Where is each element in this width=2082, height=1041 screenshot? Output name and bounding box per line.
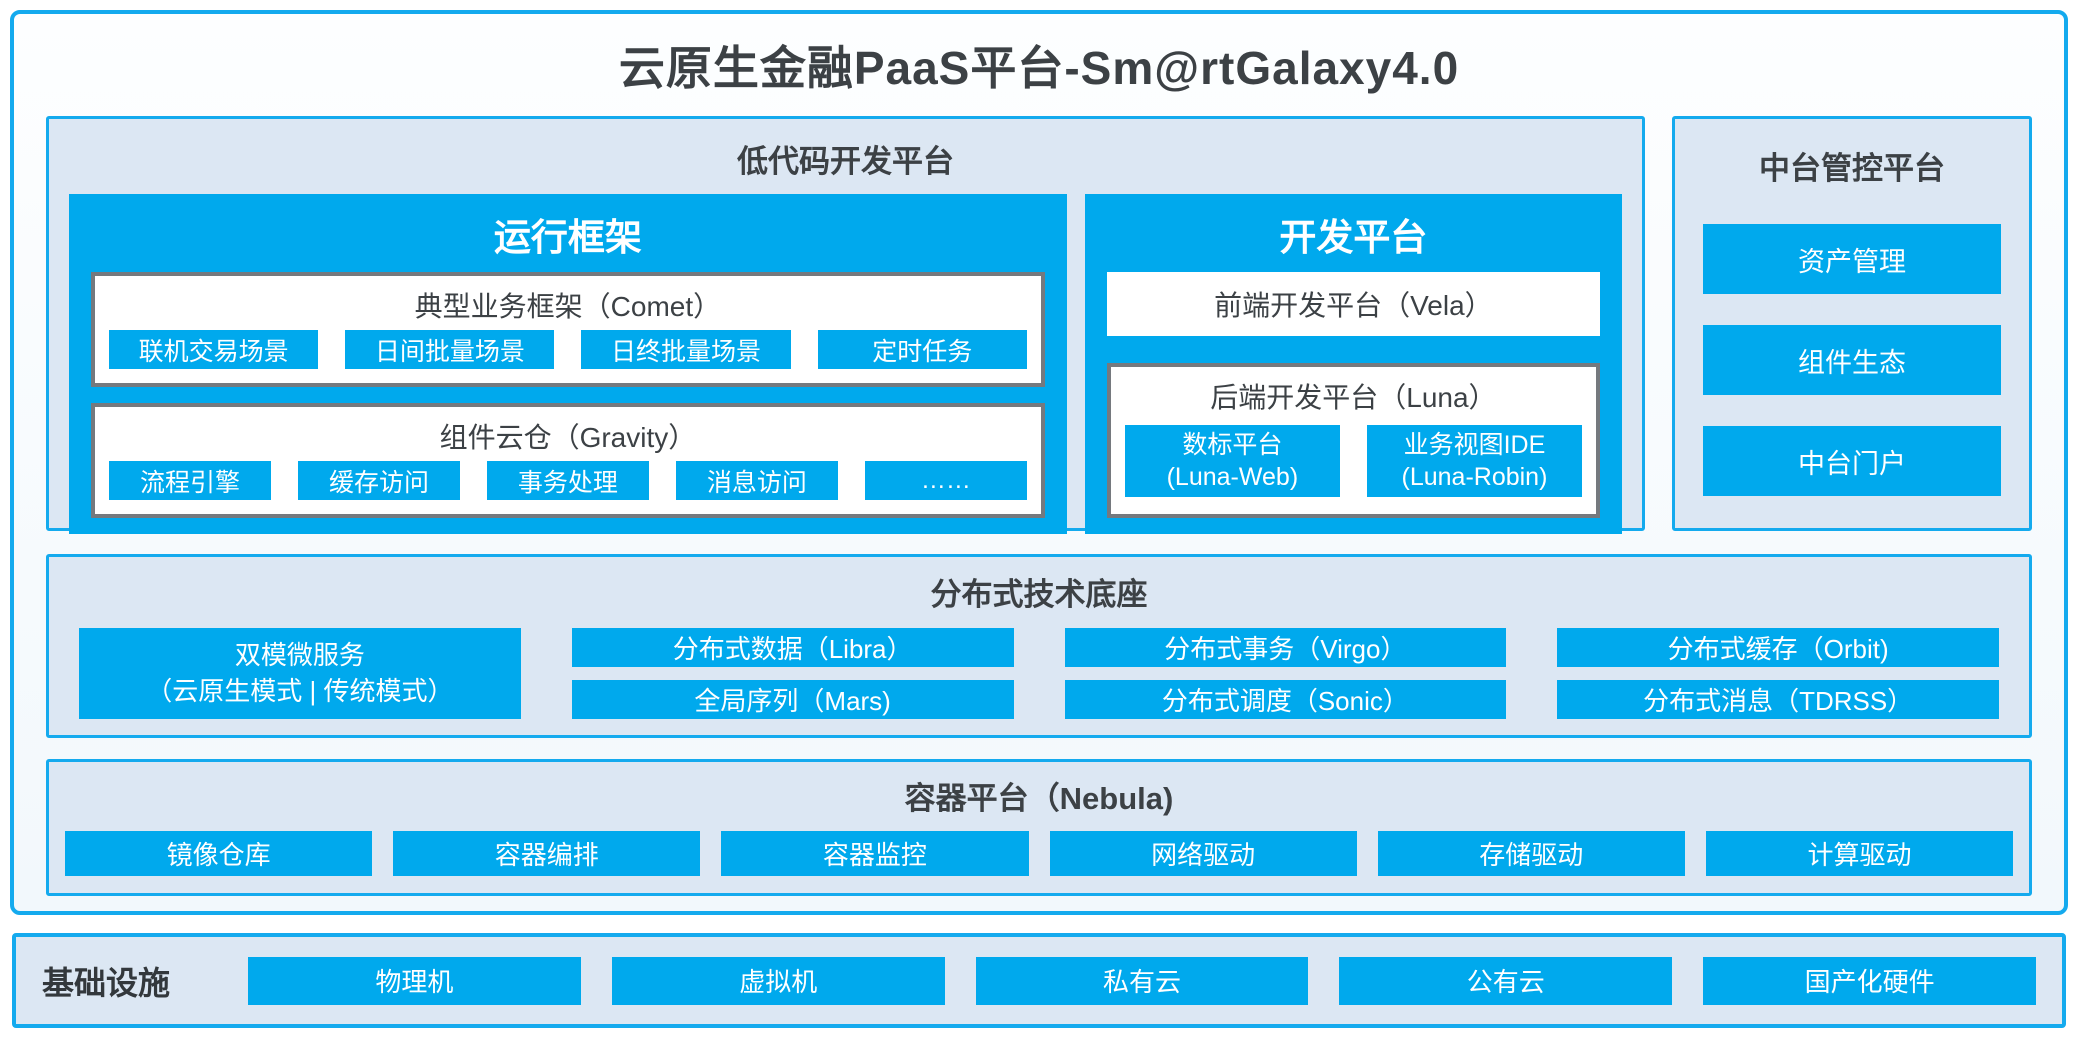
- luna-web-chip-code: (Luna-Web): [1166, 463, 1299, 491]
- sonic-chip: 分布式调度（Sonic）: [1064, 680, 1507, 719]
- container-chip: 网络驱动: [1049, 831, 1357, 876]
- luna-chip-row: 数标平台 (Luna-Web) 业务视图IDE (Luna-Robin): [1111, 421, 1596, 514]
- comet-chip: 日终批量场景: [581, 330, 791, 369]
- orbit-chip: 分布式缓存（Orbit): [1557, 628, 1999, 667]
- comet-chip-row: 联机交易场景 日间批量场景 日终批量场景 定时任务: [95, 330, 1041, 383]
- lowcode-platform-body: 运行框架 典型业务框架（Comet） 联机交易场景 日间批量场景 日终批量场景 …: [49, 194, 1642, 552]
- top-row: 低代码开发平台 运行框架 典型业务框架（Comet） 联机交易场景 日间批量场景…: [46, 116, 2032, 534]
- dual-mode-microservice-chip: 双模微服务 （云原生模式 | 传统模式）: [79, 628, 521, 719]
- gravity-chip: 事务处理: [486, 461, 649, 500]
- midplatform-chip: 中台门户: [1703, 426, 2001, 496]
- luna-web-chip: 数标平台 (Luna-Web): [1124, 425, 1340, 497]
- gravity-warehouse-title: 组件云仓（Gravity）: [439, 422, 697, 453]
- distributed-base-title: 分布式技术底座: [930, 577, 1148, 612]
- distributed-grid: 双模微服务 （云原生模式 | 传统模式） 分布式数据（Libra） 全局序列（M…: [49, 614, 2029, 735]
- midplatform-panel: 中台管控平台 资产管理 组件生态 中台门户: [1672, 116, 2032, 531]
- architecture-frame: 云原生金融PaaS平台-Sm@rtGalaxy4.0 低代码开发平台 运行框架 …: [10, 10, 2068, 915]
- tdrss-chip: 分布式消息（TDRSS）: [1557, 680, 1999, 719]
- container-chip: 存储驱动: [1377, 831, 1685, 876]
- container-chip-row: 镜像仓库 容器编排 容器监控 网络驱动 存储驱动 计算驱动: [65, 831, 2014, 876]
- distributed-column: 分布式数据（Libra） 全局序列（Mars): [571, 628, 1014, 719]
- distributed-column: 分布式事务（Virgo） 分布式调度（Sonic）: [1064, 628, 1507, 719]
- container-chip: 容器编排: [393, 831, 701, 876]
- infrastructure-chip: 公有云: [1339, 956, 1673, 1005]
- container-chip: 容器监控: [721, 831, 1029, 876]
- gravity-chip: 流程引擎: [109, 461, 271, 500]
- luna-robin-chip-code: (Luna-Robin): [1401, 463, 1548, 491]
- luna-backend-title: 后端开发平台（Luna）: [1210, 382, 1497, 413]
- midplatform-chip: 资产管理: [1703, 224, 2001, 294]
- luna-web-chip-name: 数标平台: [1182, 431, 1283, 459]
- dual-mode-line2: （云原生模式 | 传统模式）: [146, 675, 454, 706]
- comet-chip: 日间批量场景: [345, 330, 555, 369]
- container-platform-title: 容器平台（Nebula): [904, 781, 1174, 816]
- runtime-framework-section: 运行框架 典型业务框架（Comet） 联机交易场景 日间批量场景 日终批量场景 …: [69, 194, 1067, 534]
- midplatform-title: 中台管控平台: [1759, 151, 1945, 186]
- comet-chip: 定时任务: [817, 330, 1027, 369]
- distributed-base-panel: 分布式技术底座 双模微服务 （云原生模式 | 传统模式） 分布式数据（Libra…: [46, 554, 2032, 738]
- container-chip: 镜像仓库: [65, 831, 373, 876]
- infrastructure-chip: 物理机: [248, 956, 581, 1005]
- midplatform-chip-list: 资产管理 组件生态 中台门户: [1703, 224, 2001, 496]
- luna-backend-box: 后端开发平台（Luna） 数标平台 (Luna-Web) 业务视图IDE (Lu…: [1106, 363, 1600, 518]
- dev-platform-section: 开发平台 前端开发平台（Vela） 后端开发平台（Luna） 数标平台 (Lun…: [1084, 194, 1622, 534]
- gravity-chip: 缓存访问: [297, 461, 460, 500]
- gravity-chip: 消息访问: [675, 461, 838, 500]
- lowcode-platform-title: 低代码开发平台: [737, 144, 954, 179]
- comet-framework-box: 典型业务框架（Comet） 联机交易场景 日间批量场景 日终批量场景 定时任务: [91, 272, 1045, 387]
- runtime-framework-title: 运行框架: [493, 217, 642, 258]
- gravity-chip: ……: [864, 461, 1027, 500]
- virgo-chip: 分布式事务（Virgo）: [1064, 628, 1507, 667]
- libra-chip: 分布式数据（Libra）: [571, 628, 1014, 667]
- infrastructure-chip: 国产化硬件: [1703, 956, 2036, 1005]
- infrastructure-chip-row: 物理机 虚拟机 私有云 公有云 国产化硬件: [248, 956, 2036, 1005]
- distributed-column: 分布式缓存（Orbit) 分布式消息（TDRSS）: [1557, 628, 1999, 719]
- comet-chip: 联机交易场景: [109, 330, 319, 369]
- container-chip: 计算驱动: [1705, 831, 2014, 876]
- infrastructure-chip: 虚拟机: [611, 956, 945, 1005]
- dev-platform-title: 开发平台: [1279, 217, 1428, 258]
- luna-robin-chip-name: 业务视图IDE: [1403, 431, 1546, 459]
- luna-robin-chip: 业务视图IDE (Luna-Robin): [1366, 425, 1582, 497]
- infrastructure-label: 基础设施: [42, 964, 171, 1001]
- comet-framework-title: 典型业务框架（Comet）: [414, 291, 722, 322]
- page-title: 云原生金融PaaS平台-Sm@rtGalaxy4.0: [618, 42, 1460, 94]
- vela-frontend-box: 前端开发平台（Vela）: [1106, 272, 1600, 336]
- lowcode-platform-panel: 低代码开发平台 运行框架 典型业务框架（Comet） 联机交易场景 日间批量场景…: [46, 116, 1645, 534]
- gravity-warehouse-box: 组件云仓（Gravity） 流程引擎 缓存访问 事务处理 消息访问 ……: [91, 403, 1045, 518]
- infrastructure-chip: 私有云: [975, 956, 1309, 1005]
- dual-mode-line1: 双模微服务: [234, 640, 365, 671]
- mars-chip: 全局序列（Mars): [571, 680, 1014, 719]
- infrastructure-panel: 基础设施 物理机 虚拟机 私有云 公有云 国产化硬件: [12, 933, 2066, 1028]
- container-platform-panel: 容器平台（Nebula) 镜像仓库 容器编排 容器监控 网络驱动 存储驱动 计算…: [46, 759, 2032, 896]
- midplatform-chip: 组件生态: [1703, 325, 2001, 395]
- gravity-chip-row: 流程引擎 缓存访问 事务处理 消息访问 ……: [95, 461, 1041, 514]
